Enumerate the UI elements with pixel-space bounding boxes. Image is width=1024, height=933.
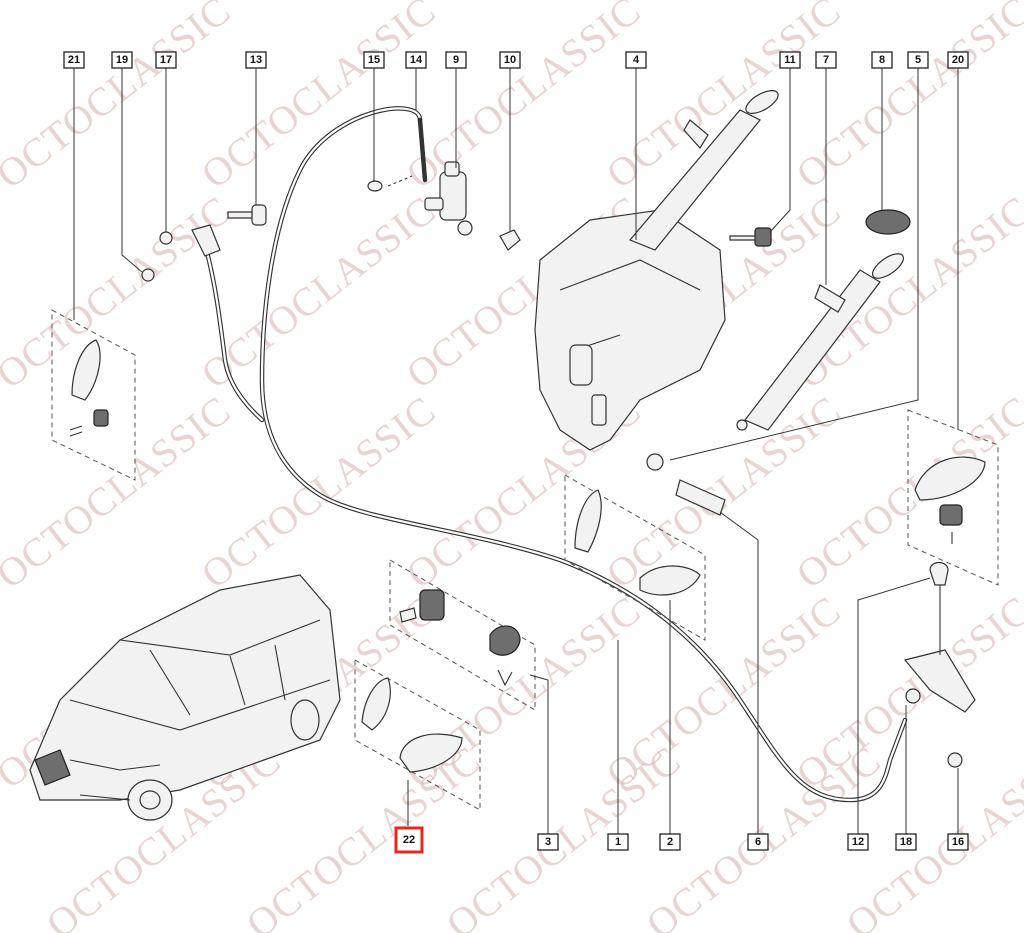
- cap-8: [865, 209, 911, 235]
- callout-label: 20: [952, 54, 964, 66]
- callout-label: 2: [667, 836, 673, 848]
- connector-5-6: [646, 453, 726, 516]
- callout-label: 19: [116, 54, 128, 66]
- callout-label: 18: [900, 836, 912, 848]
- callout-19[interactable]: 19: [111, 51, 133, 69]
- callout-label: 10: [504, 54, 516, 66]
- callout-2[interactable]: 2: [659, 833, 681, 851]
- callout-10[interactable]: 10: [499, 51, 521, 69]
- pump-assembly: [367, 161, 521, 251]
- callout-label: 8: [879, 54, 885, 66]
- grommet-10: [499, 229, 521, 251]
- leader-lines: [73, 68, 959, 834]
- filler-neck: [736, 253, 905, 431]
- callout-label: 7: [823, 54, 829, 66]
- callout-label: 15: [368, 54, 380, 66]
- main-hose: [202, 106, 908, 803]
- group-3: [389, 559, 536, 711]
- callout-label: 4: [633, 54, 640, 66]
- group-20: [907, 409, 999, 586]
- group-21: [51, 309, 136, 481]
- callout-label: 14: [410, 54, 423, 66]
- callout-22[interactable]: 22: [394, 826, 424, 854]
- callout-11[interactable]: 11: [779, 51, 801, 69]
- clip-15: [367, 180, 383, 192]
- callout-21[interactable]: 21: [63, 51, 85, 69]
- bolt-13: [227, 204, 267, 226]
- group-2: [564, 474, 706, 641]
- callout-1[interactable]: 1: [607, 833, 629, 851]
- callout-12[interactable]: 12: [847, 833, 869, 851]
- callout-label: 17: [160, 54, 172, 66]
- callout-label: 9: [453, 54, 459, 66]
- group-22: [354, 659, 481, 811]
- callout-label: 6: [755, 836, 761, 848]
- reservoir: [534, 90, 779, 451]
- callout-18[interactable]: 18: [895, 833, 917, 851]
- bolt-11: [729, 227, 772, 247]
- callout-label: 3: [545, 836, 551, 848]
- vehicle-illustration: [29, 574, 341, 821]
- callout-3[interactable]: 3: [537, 833, 559, 851]
- callout-13[interactable]: 13: [245, 51, 267, 69]
- callout-15[interactable]: 15: [363, 51, 385, 69]
- bracket-assembly: [903, 561, 976, 768]
- callout-9[interactable]: 9: [445, 51, 467, 69]
- callout-20[interactable]: 20: [947, 51, 969, 69]
- callout-5[interactable]: 5: [907, 51, 929, 69]
- callout-6[interactable]: 6: [747, 833, 769, 851]
- callout-4[interactable]: 4: [625, 51, 647, 69]
- callout-label: 11: [784, 54, 796, 66]
- callout-label: 1: [615, 836, 621, 848]
- callout-label: 22: [403, 834, 415, 846]
- callout-7[interactable]: 7: [815, 51, 837, 69]
- callout-label: 12: [852, 836, 864, 848]
- callout-label: 16: [952, 836, 964, 848]
- callout-label: 21: [68, 54, 80, 66]
- washers-17-19: [141, 224, 221, 282]
- callout-16[interactable]: 16: [947, 833, 969, 851]
- callout-17[interactable]: 17: [155, 51, 177, 69]
- callout-label: 5: [915, 54, 921, 66]
- callout-label: 13: [250, 54, 262, 66]
- callout-8[interactable]: 8: [871, 51, 893, 69]
- callout-14[interactable]: 14: [405, 51, 427, 69]
